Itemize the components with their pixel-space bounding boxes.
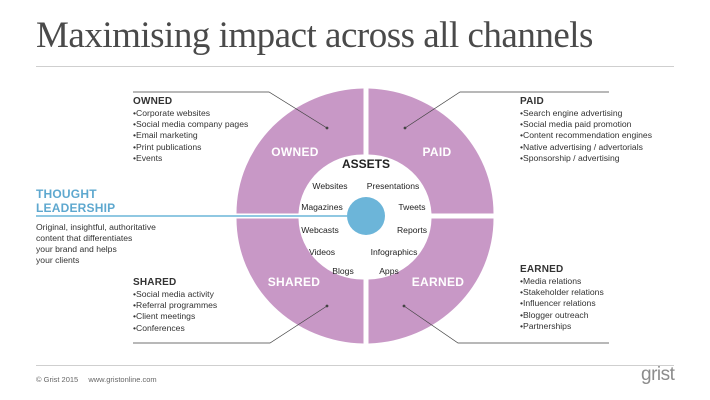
asset-presentations: Presentations [367,181,420,191]
owned-item: Email marketing [133,130,248,141]
thought-leadership-description: Original, insightful, authoritative cont… [36,222,186,266]
thought-leadership-heading-line: LEADERSHIP [36,201,116,215]
paid-block: PAID Search engine advertising Social me… [520,96,652,164]
shared-item: Client meetings [133,311,217,322]
paid-leader-line [404,91,609,129]
owned-block: OWNED Corporate websites Social media co… [133,96,248,164]
owned-leader-line [133,91,328,129]
paid-item: Search engine advertising [520,108,652,119]
earned-item: Stakeholder relations [520,287,604,298]
owned-item: Events [133,153,248,164]
footer-divider [36,365,674,366]
owned-item: Print publications [133,142,248,153]
asset-tweets: Tweets [398,202,425,212]
asset-apps: Apps [379,266,399,276]
paid-list: Search engine advertising Social media p… [520,108,652,164]
owned-list: Corporate websites Social media company … [133,108,248,164]
owned-item: Corporate websites [133,108,248,119]
quadrant-label-shared: SHARED [268,275,321,289]
shared-leader-line [133,305,328,344]
ring-quadrant-earned [368,218,494,344]
footer: © Grist 2015 www.gristonline.com [36,375,157,384]
asset-infographics: Infographics [371,247,418,257]
footer-url[interactable]: www.gristonline.com [88,375,157,384]
earned-item: Blogger outreach [520,310,604,321]
title-divider [36,66,674,67]
page-title: Maximising impact across all channels [36,15,593,56]
earned-list: Media relations Stakeholder relations In… [520,276,604,332]
paid-item: Sponsorship / advertising [520,153,652,164]
shared-block: SHARED Social media activity Referral pr… [133,277,217,334]
thought-leadership-heading: THOUGHT LEADERSHIP [36,187,115,215]
owned-item: Social media company pages [133,119,248,130]
grist-logo: grist [641,364,675,385]
earned-item: Influencer relations [520,298,604,309]
earned-item: Media relations [520,276,604,287]
asset-reports: Reports [397,225,427,235]
thought-leadership-line-text: Original, insightful, authoritative [36,222,156,232]
owned-heading: OWNED [133,96,173,107]
shared-heading: SHARED [133,277,177,288]
asset-magazines: Magazines [301,202,343,212]
quadrant-label-earned: EARNED [412,275,465,289]
shared-item: Conferences [133,323,217,334]
paid-item: Social media paid promotion [520,119,652,130]
earned-item: Partnerships [520,321,604,332]
thought-leadership-line-text: your clients [36,255,80,265]
earned-block: EARNED Media relations Stakeholder relat… [520,264,604,332]
ring-quadrant-paid [368,88,494,214]
earned-leader-line [403,305,609,344]
assets-heading: ASSETS [342,157,390,171]
thought-leadership-line-text: your brand and helps [36,244,117,254]
center-dot [347,197,385,235]
ring-quadrant-shared [236,218,364,344]
asset-blogs: Blogs [332,266,354,276]
shared-list: Social media activity Referral programme… [133,289,217,334]
paid-heading: PAID [520,96,544,107]
shared-item: Referral programmes [133,300,217,311]
thought-leadership-line-text: content that differentiates [36,233,133,243]
shared-item: Social media activity [133,289,217,300]
asset-videos: Videos [309,247,335,257]
ring-quadrant-owned [236,88,364,214]
asset-webcasts: Webcasts [301,225,339,235]
quadrant-label-paid: PAID [423,145,452,159]
asset-websites: Websites [312,181,347,191]
earned-heading: EARNED [520,264,564,275]
footer-copyright: © Grist 2015 [36,375,79,384]
quadrant-label-owned: OWNED [271,145,319,159]
paid-item: Native advertising / advertorials [520,142,652,153]
thought-leadership-heading-line: THOUGHT [36,187,97,201]
paid-item: Content recommendation engines [520,130,652,141]
